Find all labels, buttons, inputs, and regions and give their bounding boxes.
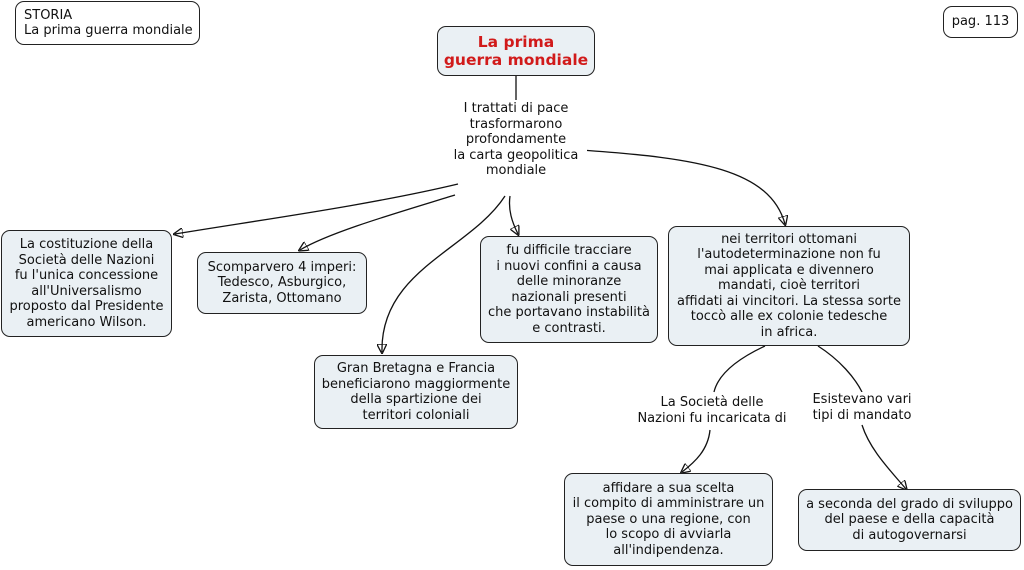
assign-node: affidare a sua scelta il compito di ammi… [564,473,773,566]
ottoman-node-text: nei territori ottomani l'autodeterminazi… [677,231,901,340]
link-society-to-assign [682,429,711,472]
link-to-borders [508,195,518,234]
development-node-text: a seconda del grado di sviluppo del paes… [806,496,1013,543]
borders-node-text: fu difficile tracciare i nuovi confini a… [488,243,650,336]
link-mandates-to-development [861,424,906,489]
ottoman-node: nei territori ottomani l'autodeterminazi… [668,226,910,346]
colonies-node-text: Gran Bretagna e Francia beneficiarono ma… [321,361,511,423]
link-to-league [175,183,459,234]
empires-node-text: Scomparvero 4 imperi: Tedesco, Asburgico… [207,259,357,306]
borders-node: fu difficile tracciare i nuovi confini a… [480,236,658,343]
assign-node-text: affidare a sua scelta il compito di ammi… [572,480,765,558]
root-topic: La prima guerra mondiale [437,26,595,76]
league-node: La costituzione della Società delle Nazi… [1,230,172,337]
treaties-label: I trattati di pace trasformarono profond… [445,101,587,179]
empires-node: Scomparvero 4 imperi: Tedesco, Asburgico… [197,252,367,314]
subject-header: STORIA La prima guerra mondiale [15,1,200,45]
subject-header-text: STORIA La prima guerra mondiale [24,7,193,39]
development-node: a seconda del grado di sviluppo del paes… [798,489,1021,551]
colonies-node: Gran Bretagna e Francia beneficiarono ma… [314,355,518,429]
link-ottoman-to-mandates [817,345,863,393]
root-topic-text: La prima guerra mondiale [443,33,589,69]
page-number: pag. 113 [943,6,1018,38]
link-to-empires [300,194,456,250]
link-ottoman-to-society [713,345,766,393]
league-node-text: La costituzione della Società delle Nazi… [9,237,164,330]
page-number-text: pag. 113 [951,14,1010,30]
link-to-colonies [382,195,506,352]
mandates-label: Esistevano vari tipi di mandato [806,392,918,423]
link-to-ottoman [579,149,785,224]
society-label: La Società delle Nazioni fu incaricata d… [634,395,790,426]
